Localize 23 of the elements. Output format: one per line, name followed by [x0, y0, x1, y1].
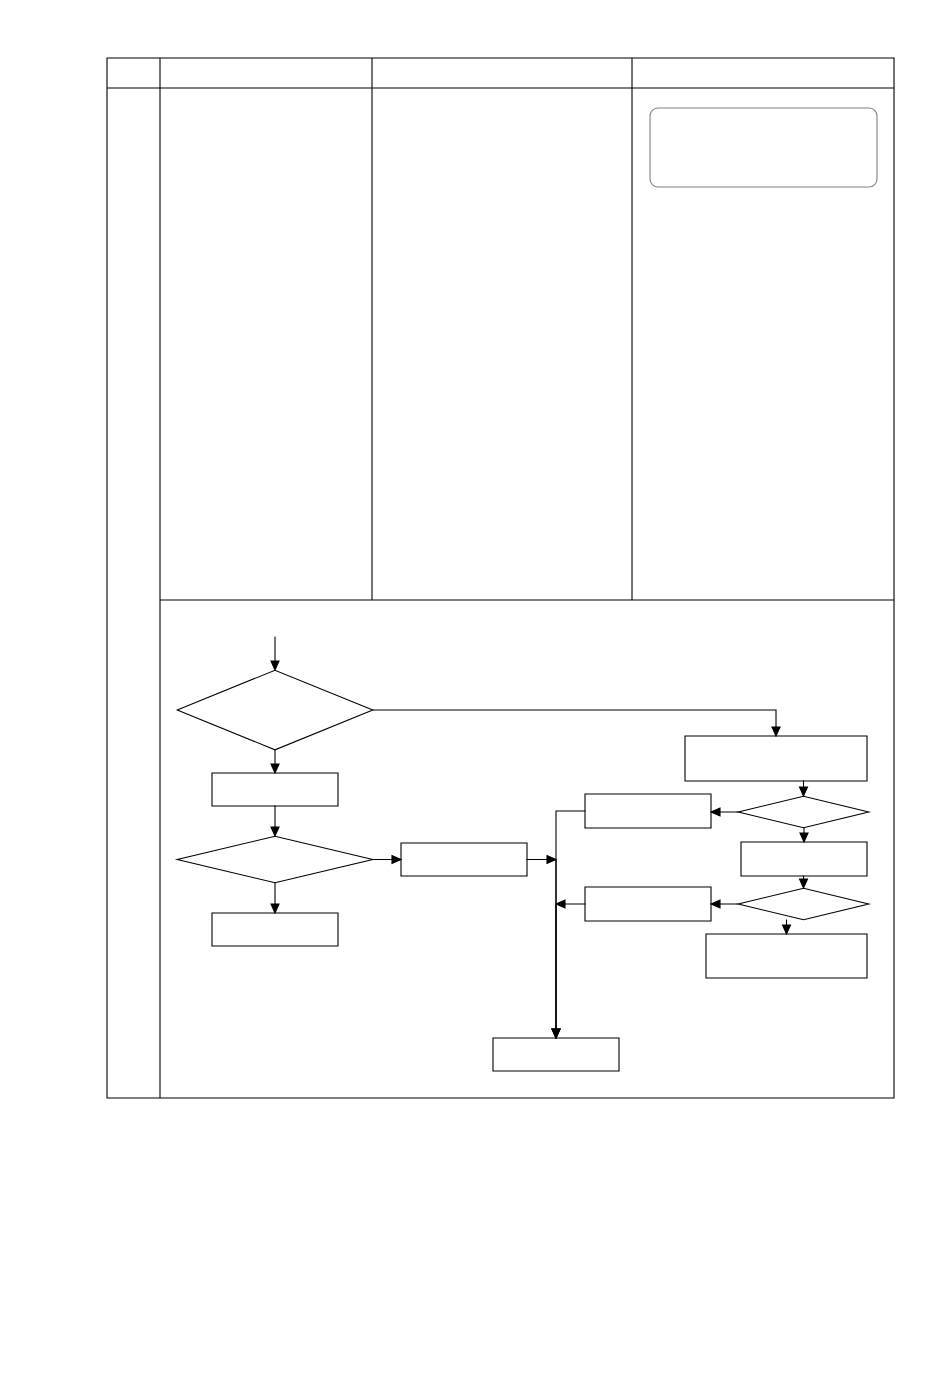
- process-box: [740, 841, 868, 877]
- arrow: [372, 854, 402, 865]
- process-box: [492, 1037, 620, 1072]
- arrow: [551, 899, 586, 1039]
- arrow: [798, 875, 809, 889]
- arrow: [270, 636, 280, 671]
- process-box: [584, 886, 712, 922]
- process-box: [400, 842, 528, 877]
- process-box: [584, 793, 712, 829]
- arrow: [710, 899, 739, 909]
- arrow: [372, 709, 781, 737]
- arrow: [781, 919, 792, 935]
- arrow: [270, 805, 280, 837]
- process-box: [705, 933, 868, 979]
- process-box: [684, 735, 868, 782]
- rounded-box: [649, 107, 878, 188]
- arrow: [270, 749, 280, 774]
- arrow: [270, 882, 280, 914]
- process-box: [211, 772, 339, 807]
- process-box: [211, 912, 339, 947]
- arrow: [710, 807, 739, 817]
- arrow: [798, 780, 809, 797]
- arrow: [799, 827, 809, 843]
